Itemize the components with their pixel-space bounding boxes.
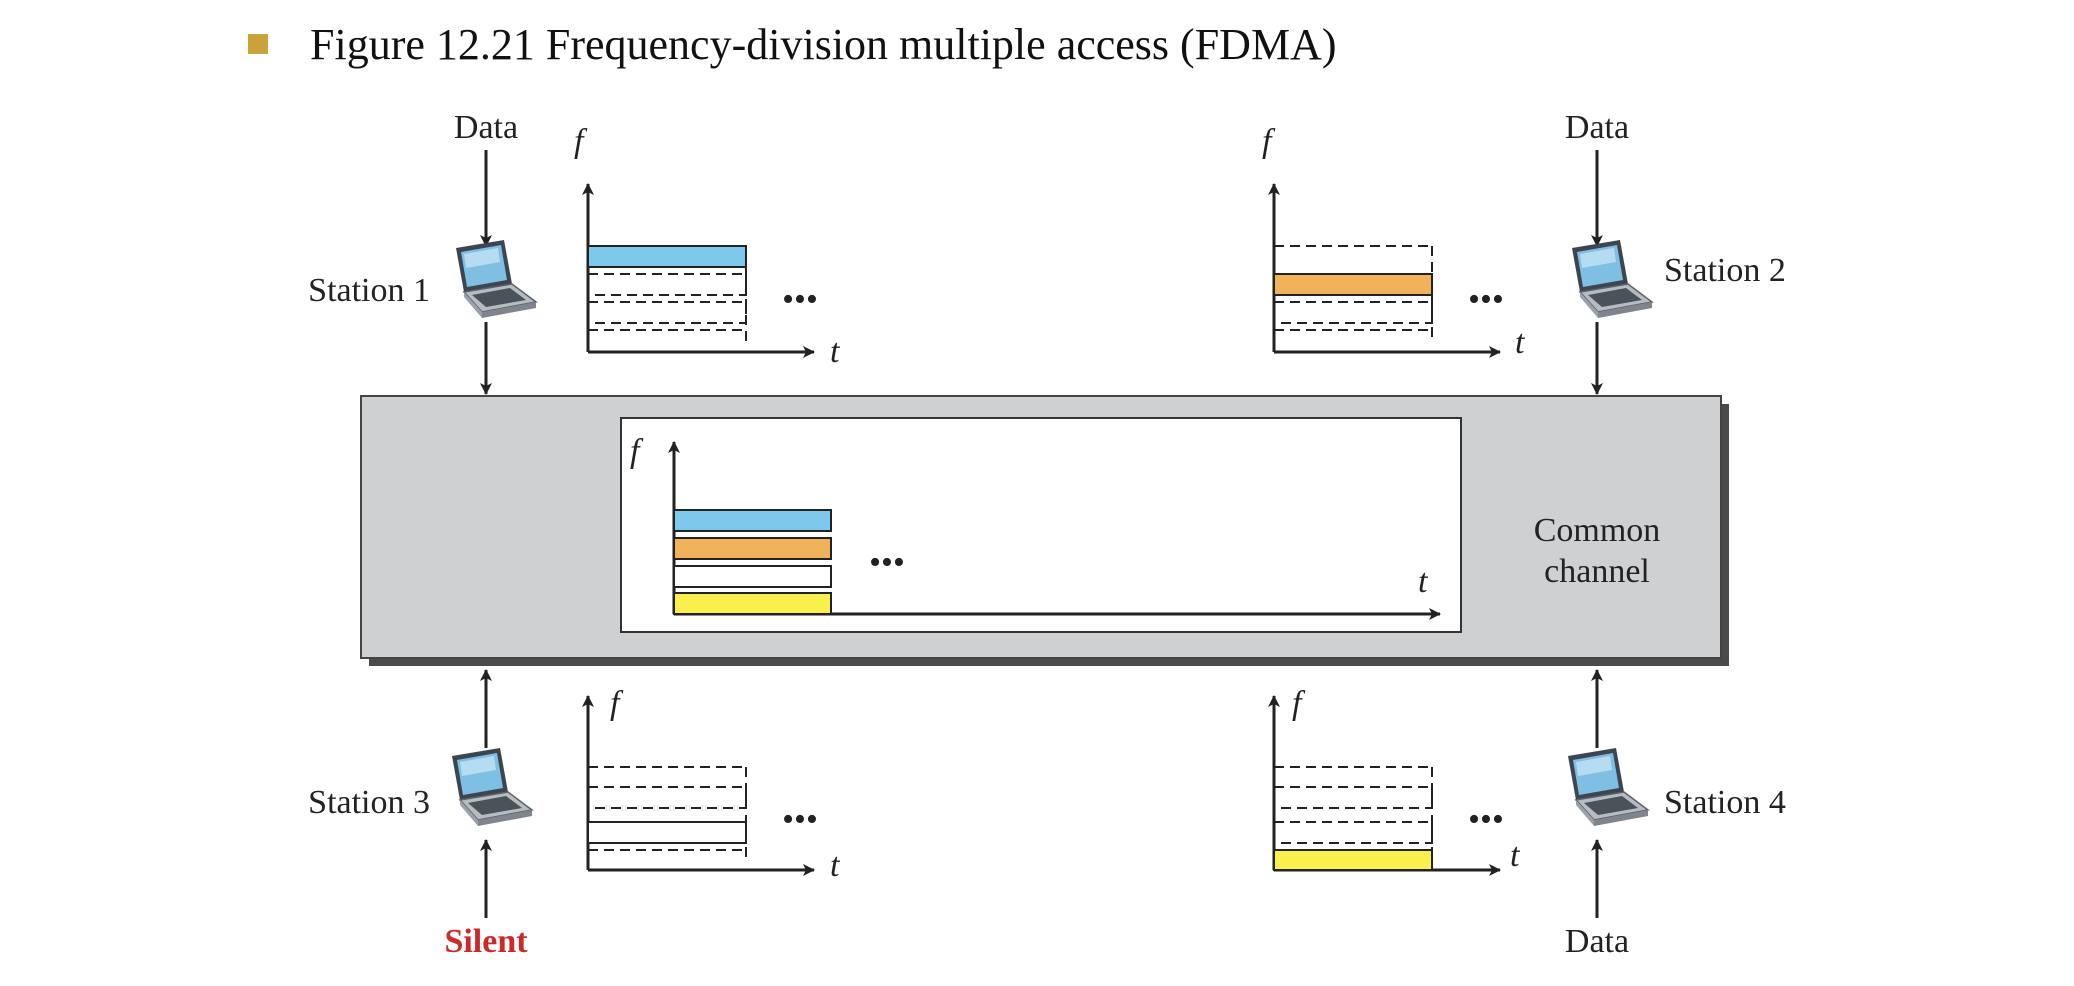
figure-title-row: Figure 12.21 Frequency-division multiple…	[248, 14, 1337, 74]
figure-title: Figure 12.21 Frequency-division multiple…	[310, 19, 1337, 69]
station-1-f-label: f	[574, 123, 588, 160]
station-2-input-label: Data	[1565, 109, 1629, 146]
station-3-band	[587, 821, 747, 844]
station-3: Station 3 Silent	[308, 669, 533, 960]
channel-band-1	[673, 509, 832, 532]
laptop-icon	[1571, 239, 1653, 319]
station-1-ellipsis: •••	[782, 281, 818, 318]
channel-label-line2: channel	[1544, 553, 1650, 590]
channel-ellipsis: •••	[869, 544, 905, 581]
station-1-label: Station 1	[308, 272, 430, 309]
station-4: Station 4 Data	[1565, 669, 1786, 960]
station-2-f-label: f	[1262, 123, 1276, 160]
channel-t-label: t	[1418, 563, 1429, 600]
station-2-t-label: t	[1515, 324, 1526, 361]
station-3-chart: f t •••	[582, 685, 841, 884]
station-3-f-label: f	[610, 685, 624, 722]
station-4-chart: f t •••	[1268, 685, 1521, 876]
station-2-label: Station 2	[1664, 252, 1786, 289]
channel-band-4	[673, 592, 832, 615]
station-3-ellipsis: •••	[782, 801, 818, 838]
laptop-icon	[451, 747, 533, 827]
station-2-band	[1273, 273, 1433, 296]
station-1-band	[587, 245, 747, 268]
station-1-t-label: t	[830, 333, 841, 370]
station-4-t-label: t	[1510, 837, 1521, 874]
laptop-icon	[455, 239, 537, 319]
bullet-icon	[248, 34, 268, 54]
station-2: Data Station 2	[1565, 109, 1786, 395]
station-1-chart: f t •••	[574, 123, 841, 370]
station-4-input-label: Data	[1565, 923, 1629, 960]
station-4-f-label: f	[1292, 685, 1306, 722]
station-3-t-label: t	[830, 847, 841, 884]
channel-label-line1: Common	[1534, 512, 1661, 549]
channel-band-2	[673, 537, 832, 560]
station-3-input-label: Silent	[444, 923, 528, 960]
laptop-icon	[1567, 747, 1649, 827]
station-3-label: Station 3	[308, 784, 430, 821]
station-2-ellipsis: •••	[1468, 281, 1504, 318]
station-2-chart: f t •••	[1262, 123, 1526, 361]
channel-band-3	[673, 565, 832, 588]
station-4-label: Station 4	[1664, 784, 1786, 821]
station-1: Data Station 1	[308, 109, 537, 395]
station-1-input-label: Data	[454, 109, 518, 146]
station-4-band	[1273, 849, 1433, 871]
channel-chart: f t •••	[620, 417, 1462, 633]
station-4-ellipsis: •••	[1468, 801, 1504, 838]
